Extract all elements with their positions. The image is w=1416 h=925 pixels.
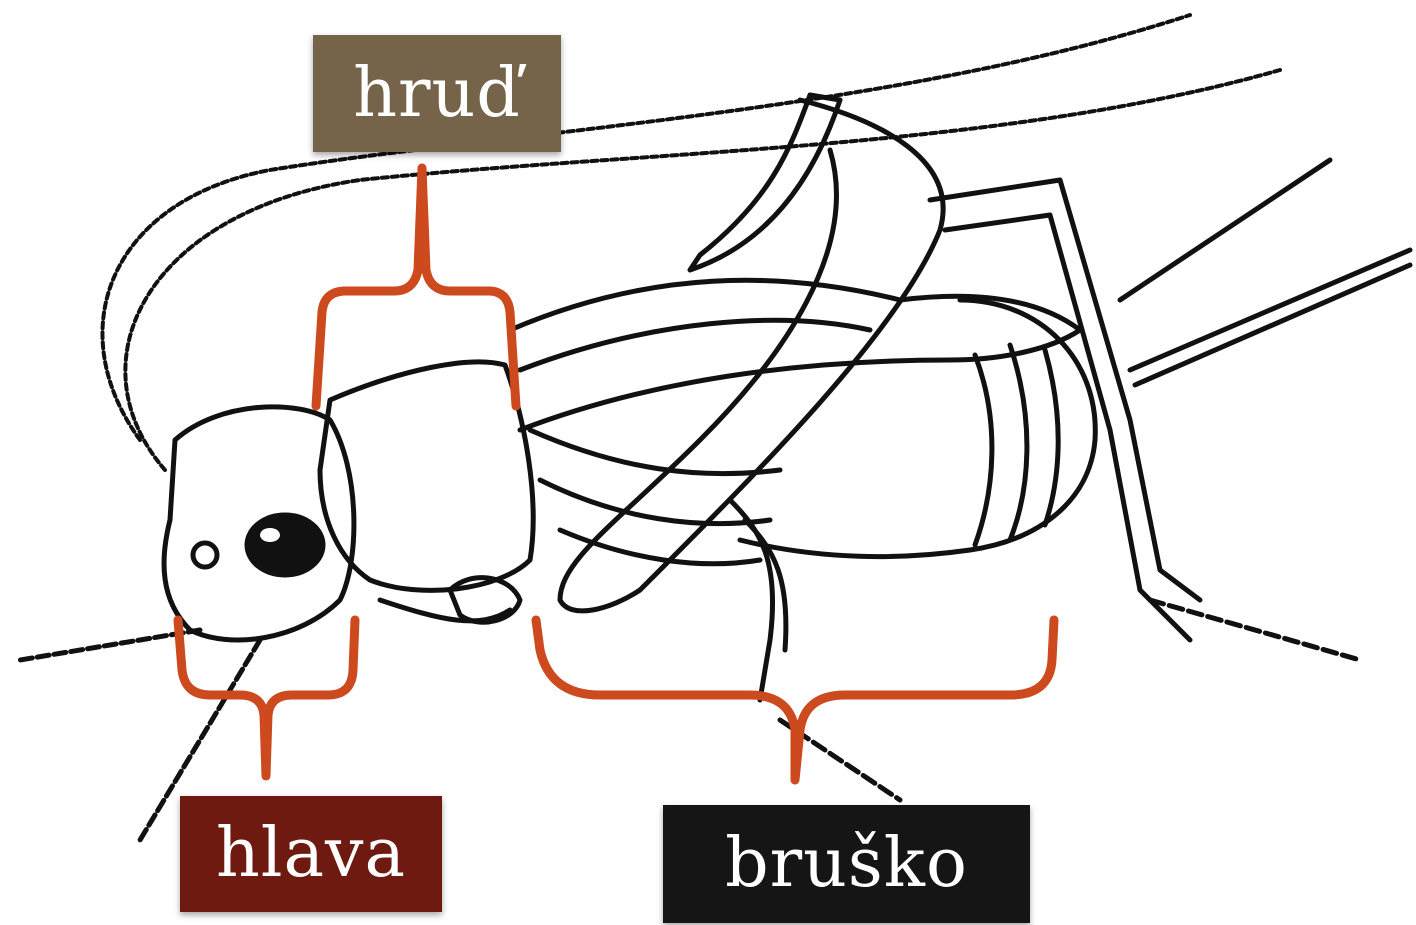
front-leg [17,627,203,663]
hind-tibia [927,177,1203,603]
label-head: hlava [180,796,442,912]
front-leg-2 [137,637,263,843]
ovipositor [1127,247,1413,373]
bracket-thorax [311,163,521,411]
hind-femur-big [557,97,946,614]
antenna-socket [190,540,220,570]
antenna-upper [100,13,1192,442]
eye [244,512,326,578]
hind-femur [687,92,843,273]
abdomen [737,297,1098,560]
head [161,404,357,643]
abdomen-underside [527,427,783,567]
cercus-upper [1117,157,1333,303]
leg-joints [447,575,523,625]
abdomen-seg-2 [1007,342,1030,543]
mid-leg [377,597,513,624]
mid-leg-tibia [727,497,776,703]
ovipositor-lower [1132,262,1413,388]
eye-highlight [260,528,280,542]
hind-tarsus [1147,597,1363,663]
abdomen-seg-3 [1042,347,1061,528]
mid-leg-tibia-2 [742,517,789,653]
label-abdomen: bruško [663,805,1030,923]
antenna-lower [123,68,1282,472]
abdomen-seg-1 [972,352,995,548]
hind-tibia-2 [942,212,1193,643]
thorax [317,359,536,593]
bracket-abdomen [531,615,1059,785]
bracket-head [173,615,360,781]
label-thorax: hruď [313,35,561,152]
wing-inner [517,317,873,373]
